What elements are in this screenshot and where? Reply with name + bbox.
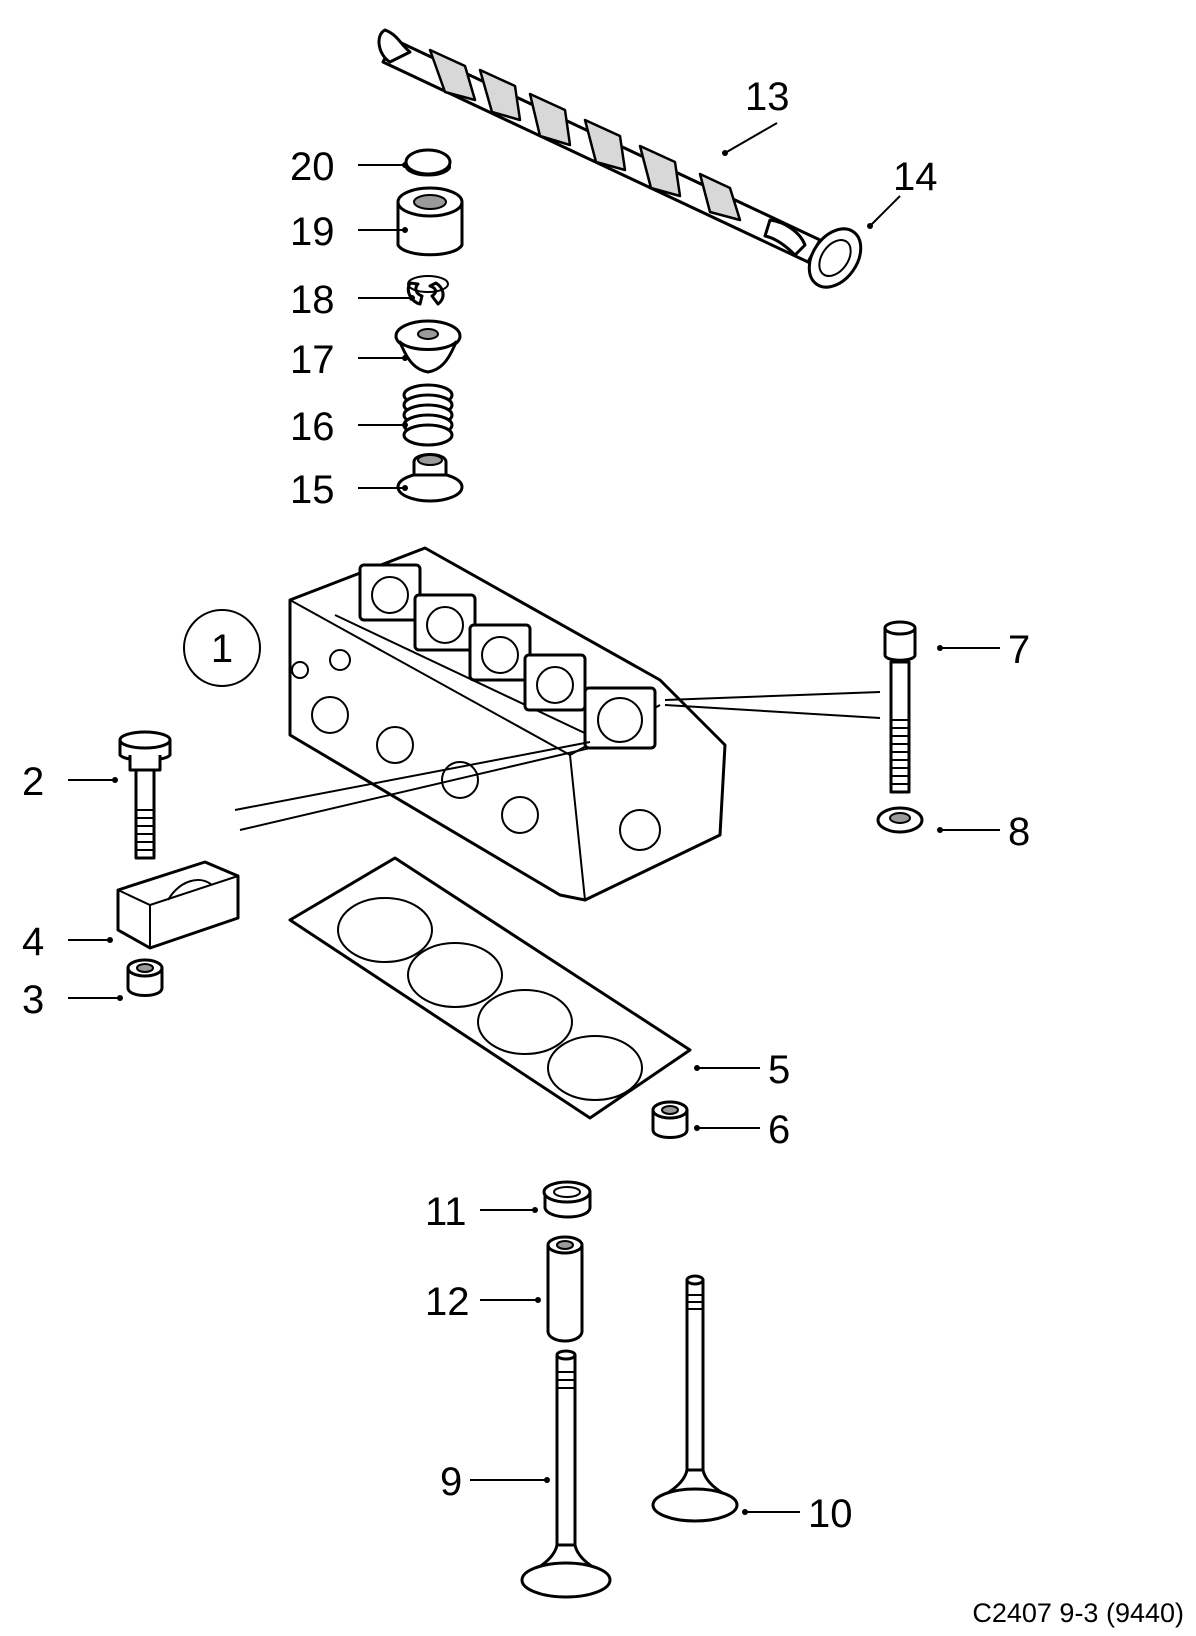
bearing-cap-bolt [118,730,172,860]
valve-stem-seal [542,1180,592,1219]
cylinder-head-bolt [883,620,917,794]
assembly-callout-circle [183,609,261,687]
callout-7: 7 [1008,628,1030,672]
callout-14: 14 [893,155,938,199]
callout-18: 18 [290,278,335,322]
camshaft [377,28,822,264]
callout-13: 13 [745,75,790,119]
callout-2: 2 [22,760,44,804]
bearing-cap [116,860,240,950]
callout-20: 20 [290,145,335,189]
callout-6: 6 [768,1108,790,1152]
camshaft-seal [807,227,863,289]
callout-16: 16 [290,405,335,449]
valve-guide [546,1235,584,1343]
callout-4: 4 [22,920,44,964]
hydraulic-tappet [396,186,464,257]
callout-3: 3 [22,978,44,1022]
exhaust-valve [651,1274,739,1523]
callout-5: 5 [768,1048,790,1092]
diagram-reference-code: C2407 9-3 (9440) [972,1598,1184,1628]
cylinder-head [288,546,727,902]
valve-spring-seat [396,453,464,503]
head-bolt-washer [876,806,924,834]
valve-collets [406,275,449,306]
callout-10: 10 [808,1492,853,1536]
head-gasket [288,856,692,1120]
callout-12: 12 [425,1280,470,1324]
dowel-sleeve-left [126,958,164,997]
assembly-callout-number: 1 [211,627,233,671]
callout-15: 15 [290,468,335,512]
callout-17: 17 [290,338,335,382]
callout-19: 19 [290,210,335,254]
shim-disc [404,148,452,177]
callout-8: 8 [1008,810,1030,854]
leader-lines [68,122,1000,1515]
callout-9: 9 [440,1460,462,1504]
dowel-sleeve-right [651,1100,689,1139]
valve-spring [402,383,454,447]
callout-11: 11 [425,1190,467,1234]
intake-valve [520,1349,612,1599]
spring-retainer [394,319,462,374]
